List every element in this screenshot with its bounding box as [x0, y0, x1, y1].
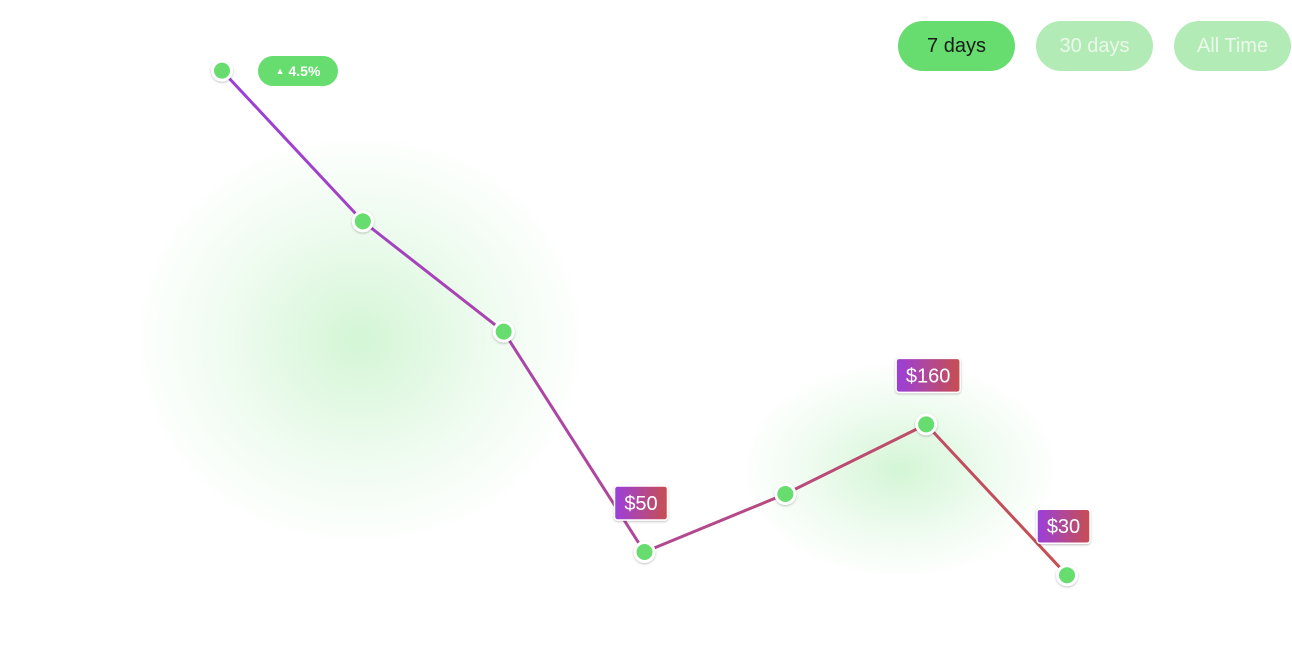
data-label-4: $50 [613, 485, 669, 521]
data-point-7[interactable] [1056, 564, 1078, 587]
data-point-6[interactable] [915, 413, 938, 436]
tab-7-days[interactable]: 7 days [898, 21, 1015, 71]
data-point-2[interactable] [351, 210, 374, 233]
data-label-7: $30 [1036, 508, 1091, 544]
tab-all-time[interactable]: All Time [1174, 21, 1291, 71]
chart-glow [130, 130, 1060, 580]
data-label-6: $160 [895, 357, 961, 394]
data-label-text-4: $50 [624, 493, 657, 515]
change-badge: ▲ 4.5% [258, 56, 338, 86]
data-point-1[interactable] [211, 59, 233, 82]
data-point-5[interactable] [774, 483, 797, 505]
data-label-box-6 [895, 357, 961, 394]
data-point-4[interactable] [633, 541, 656, 563]
triangle-up-icon: ▲ [275, 65, 285, 76]
data-label-text-7: $30 [1047, 516, 1080, 538]
tab-30-days[interactable]: 30 days [1036, 21, 1153, 71]
data-point-3[interactable] [492, 320, 515, 343]
data-label-text-6: $160 [906, 365, 951, 387]
data-label-box-4 [613, 485, 669, 521]
range-tabs: 7 days 30 days All Time [898, 21, 1291, 71]
data-label-box-7 [1036, 508, 1091, 544]
change-value: 4.5% [288, 63, 321, 79]
